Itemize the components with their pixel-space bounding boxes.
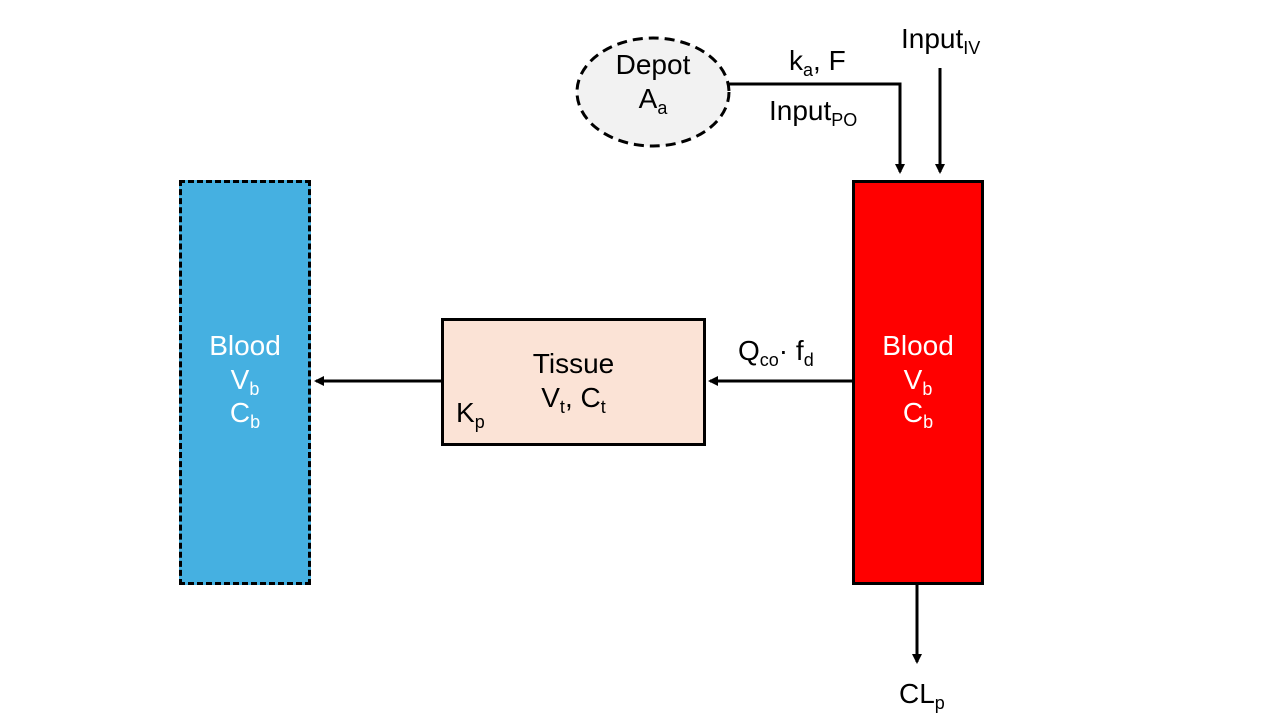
- depot-amount: Aa: [638, 82, 668, 118]
- blood-flow-label: Qco· fd: [738, 335, 814, 370]
- blood-peripheral-volume: Vb: [230, 363, 260, 399]
- depot-label: Depot Aa: [577, 48, 729, 118]
- partition-coefficient-label: Kp: [456, 397, 485, 432]
- clearance-label: CLp: [899, 678, 945, 713]
- blood-central-volume: Vb: [903, 363, 933, 399]
- iv-input-label: InputIV: [901, 23, 981, 58]
- absorption-rate-label: ka, F: [789, 45, 846, 80]
- tissue-name: Tissue: [532, 348, 615, 379]
- absorption-arrow: [729, 82, 905, 174]
- blood-central-name: Blood: [882, 330, 954, 361]
- oral-input-label: InputPO: [769, 95, 858, 130]
- blood-central-compartment[interactable]: Blood Vb Cb: [852, 180, 984, 585]
- tissue-volume-concentration: Vt, Ct: [541, 381, 606, 417]
- depot-compartment[interactable]: [575, 36, 731, 148]
- tissue-compartment[interactable]: Tissue Vt, Ct: [441, 318, 706, 446]
- blood-central-concentration: Cb: [902, 397, 934, 433]
- blood-peripheral-name: Blood: [209, 330, 281, 361]
- blood-peripheral-compartment[interactable]: Blood Vb Cb: [179, 180, 311, 585]
- blood-peripheral-concentration: Cb: [229, 397, 261, 433]
- depot-name: Depot: [615, 49, 691, 80]
